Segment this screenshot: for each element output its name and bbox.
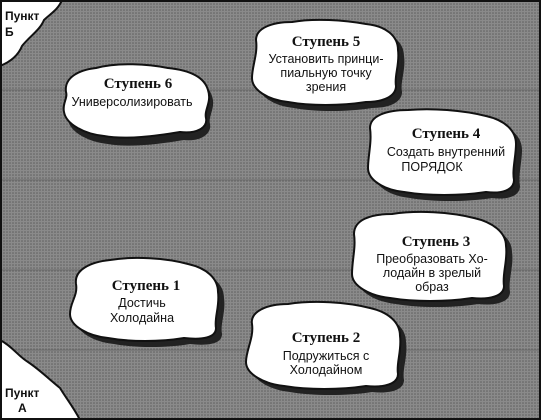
step-4-line2: ПОРЯДОК bbox=[401, 160, 463, 174]
step-1-line1: Достичь bbox=[118, 296, 166, 310]
step-2-line1: Подружиться с bbox=[283, 349, 369, 363]
step-5-island: Ступень 5 Установить принци- пиальную то… bbox=[250, 18, 405, 112]
step-5-line1: Установить принци- bbox=[269, 52, 384, 66]
step-2-title: Ступень 2 bbox=[292, 330, 360, 346]
step-5-line3: зрения bbox=[306, 80, 346, 94]
step-4-line1: Создать внутренний bbox=[387, 145, 505, 159]
step-2-island: Ступень 2 Подружиться с Холодайном bbox=[244, 300, 407, 395]
step-3-line2: лодайн в зрелый bbox=[383, 266, 481, 280]
point-b-line2: Б bbox=[5, 25, 14, 39]
step-1-line2: Холодайна bbox=[110, 311, 174, 325]
step-3-line3: образ bbox=[415, 280, 449, 294]
step-6-line1: Универсолизировать bbox=[71, 95, 192, 109]
point-a: Пункт А bbox=[0, 338, 82, 420]
step-5-title: Ступень 5 bbox=[292, 34, 360, 50]
step-6-island: Ступень 6 Универсолизировать bbox=[62, 63, 214, 146]
point-b-line1: Пункт bbox=[5, 9, 40, 23]
step-4-island: Ступень 4 Создать внутренний ПОРЯДОК bbox=[366, 108, 522, 201]
point-a-line1: Пункт bbox=[5, 386, 40, 400]
step-5-line2: пиальную точку bbox=[280, 66, 372, 80]
step-3-title: Ступень 3 bbox=[402, 234, 470, 250]
point-a-line2: А bbox=[18, 401, 27, 415]
step-3-line1: Преобразовать Хо- bbox=[376, 252, 488, 266]
step-1-island: Ступень 1 Достичь Холодайна bbox=[68, 256, 225, 347]
step-3-island: Ступень 3 Преобразовать Хо- лодайн в зре… bbox=[350, 210, 513, 307]
point-b: Пункт Б bbox=[0, 0, 64, 68]
step-6-title: Ступень 6 bbox=[104, 76, 173, 92]
step-2-line2: Холодайном bbox=[290, 363, 363, 377]
step-4-title: Ступень 4 bbox=[412, 126, 481, 142]
step-1-title: Ступень 1 bbox=[112, 278, 180, 294]
